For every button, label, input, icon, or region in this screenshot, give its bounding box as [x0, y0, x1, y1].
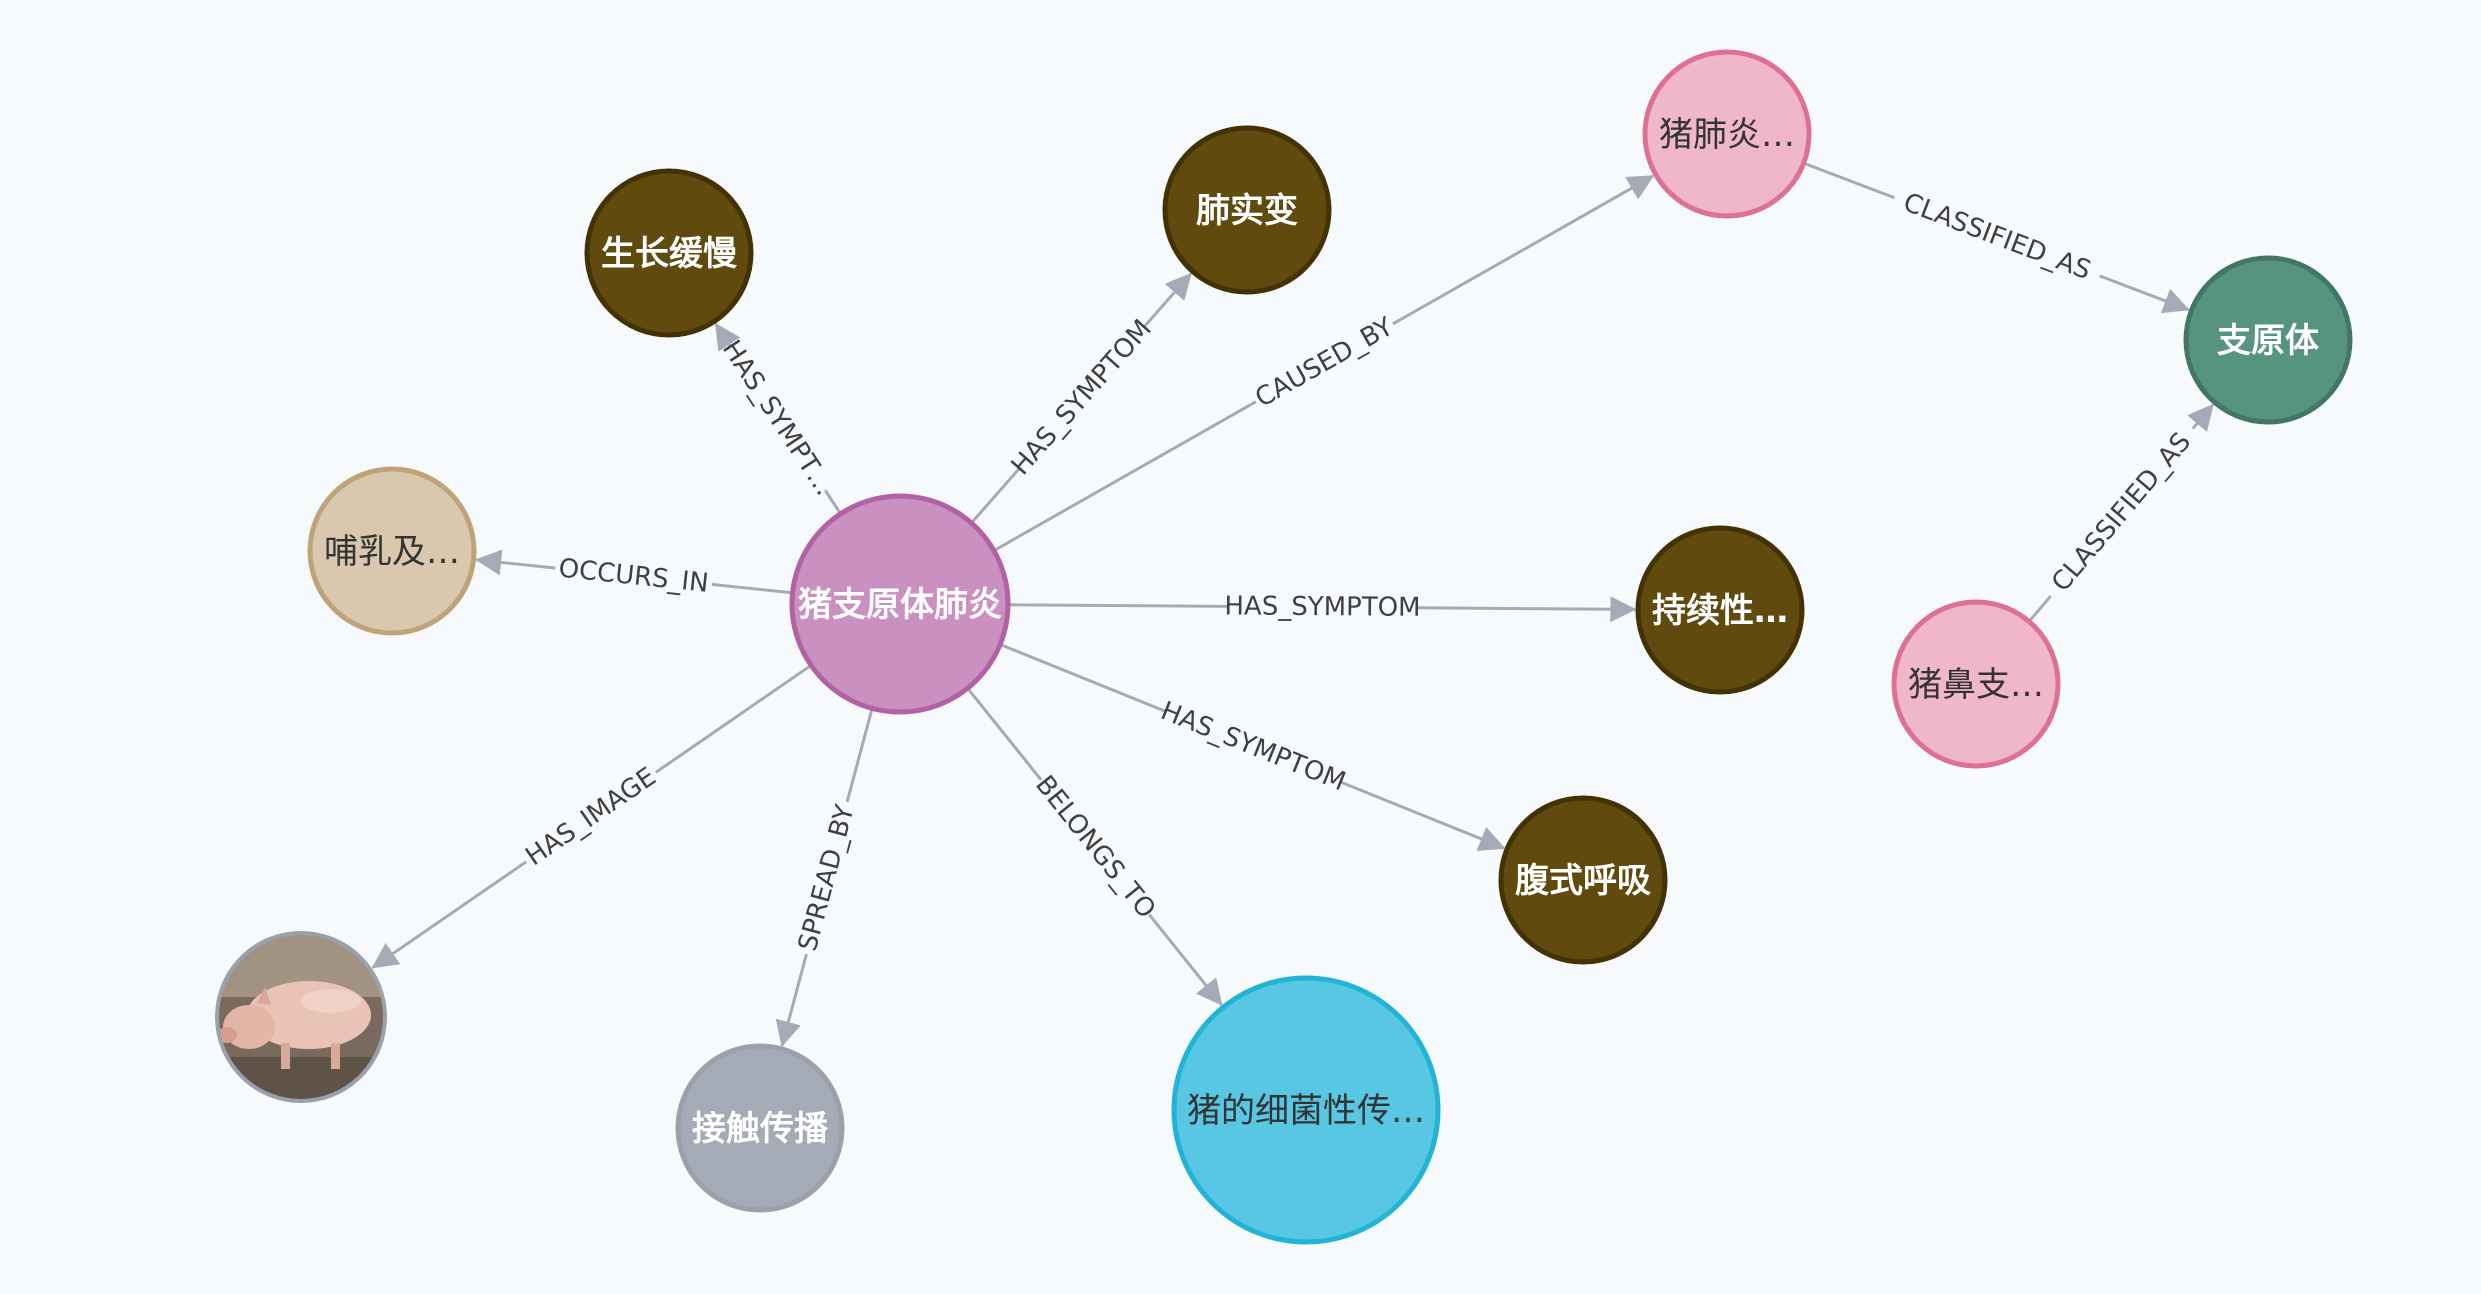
- node-label: 持续性…: [1652, 591, 1788, 631]
- edge-center-lung[interactable]: HAS_SYMPTOM: [971, 272, 1192, 523]
- node-growth[interactable]: 生长缓慢: [584, 168, 754, 338]
- pig-photo-icon: [215, 931, 387, 1103]
- edge-line: [845, 709, 874, 803]
- node-category[interactable]: 猪的细菌性传…: [1171, 975, 1441, 1245]
- edge-line: [1804, 162, 1896, 200]
- edge-nasal-mycoplasma[interactable]: CLASSIFIED_AS: [2029, 403, 2215, 621]
- edge-arrow: [475, 549, 556, 576]
- edge-label: BELONGS_TO: [1029, 770, 1161, 924]
- edge-label: OCCURS_IN: [557, 553, 710, 598]
- edge-center-category[interactable]: BELONGS_TO: [967, 688, 1223, 1006]
- node-label: 猪支原体肺炎: [798, 585, 1002, 625]
- node-label: 腹式呼吸: [1515, 861, 1651, 901]
- edge-label: HAS_SYMPTOM: [1006, 314, 1158, 481]
- edge-pathogen-mycoplasma[interactable]: CLASSIFIED_AS: [1804, 162, 2190, 314]
- edge-label: HAS_SYMPT…: [716, 335, 840, 501]
- node-circle: [1162, 125, 1332, 295]
- node-circle: [1642, 49, 1812, 219]
- edge-arrow: [2099, 274, 2190, 314]
- node-label: 猪肺炎…: [1659, 115, 1795, 155]
- edge-label: CLASSIFIED_AS: [2046, 427, 2197, 597]
- edge-label: HAS_IMAGE: [520, 762, 661, 872]
- node-label: 生长缓慢: [601, 234, 738, 274]
- edge-center-image[interactable]: HAS_IMAGE: [371, 665, 811, 969]
- edge-label: HAS_SYMPTOM: [1224, 591, 1420, 622]
- edge-line: [2029, 595, 2052, 621]
- node-mycoplasma[interactable]: 支原体: [2183, 255, 2353, 425]
- node-label: 猪鼻支…: [1908, 665, 2044, 705]
- edge-arrow: [1392, 174, 1655, 326]
- edge-center-persist[interactable]: HAS_SYMPTOM: [1009, 591, 1637, 623]
- edge-arrow: [1142, 272, 1192, 328]
- edge-center-stage[interactable]: OCCURS_IN: [475, 549, 791, 599]
- node-circle: [307, 466, 477, 636]
- node-circle: [1498, 795, 1668, 965]
- edge-arrow: [775, 953, 808, 1048]
- edge-label: CAUSED_BY: [1250, 312, 1398, 414]
- edge-line: [971, 467, 1021, 523]
- node-contact[interactable]: 接触传播: [675, 1043, 845, 1213]
- node-label: 接触传播: [692, 1109, 829, 1149]
- node-circle: [1891, 599, 2061, 769]
- edge-line: [823, 489, 841, 513]
- node-circle: [584, 168, 754, 338]
- edge-arrow: [714, 322, 741, 352]
- node-image[interactable]: [211, 927, 391, 1117]
- node-label: 哺乳及…: [324, 532, 460, 572]
- edge-line: [1009, 603, 1229, 608]
- edge-arrow: [2187, 403, 2215, 433]
- node-circle: [1171, 975, 1441, 1245]
- edge-label: CLASSIFIED_AS: [1899, 188, 2095, 287]
- node-circle: [789, 493, 1011, 715]
- node-persist[interactable]: 持续性…: [1635, 525, 1805, 695]
- node-circle: [1635, 525, 1805, 695]
- node-lung[interactable]: 肺实变: [1162, 125, 1332, 295]
- node-pathogen[interactable]: 猪肺炎…: [1642, 49, 1812, 219]
- node-label: 支原体: [2217, 321, 2319, 361]
- edge-center-growth[interactable]: HAS_SYMPT…: [714, 322, 841, 513]
- node-center[interactable]: 猪支原体肺炎: [789, 493, 1011, 715]
- edge-line: [1001, 643, 1167, 713]
- edge-label: SPREAD_BY: [793, 802, 861, 955]
- edge-arrow: [1339, 780, 1506, 851]
- edge-line: [655, 665, 811, 774]
- edge-line: [711, 582, 791, 595]
- edge-line: [994, 400, 1257, 551]
- edge-arrow: [1148, 913, 1223, 1006]
- node-circle: [2183, 255, 2353, 425]
- node-circle: [675, 1043, 845, 1213]
- edge-arrow: [1416, 596, 1637, 623]
- node-abdominal[interactable]: 腹式呼吸: [1498, 795, 1668, 965]
- node-label: 猪的细菌性传…: [1187, 1091, 1425, 1131]
- node-label: 肺实变: [1196, 191, 1298, 231]
- edge-line: [967, 688, 1043, 781]
- edge-label: HAS_SYMPTOM: [1157, 696, 1350, 797]
- node-stage[interactable]: 哺乳及…: [307, 466, 477, 636]
- node-nasal[interactable]: 猪鼻支…: [1891, 599, 2061, 769]
- edge-arrow: [371, 860, 528, 969]
- edge-center-contact[interactable]: SPREAD_BY: [775, 709, 874, 1048]
